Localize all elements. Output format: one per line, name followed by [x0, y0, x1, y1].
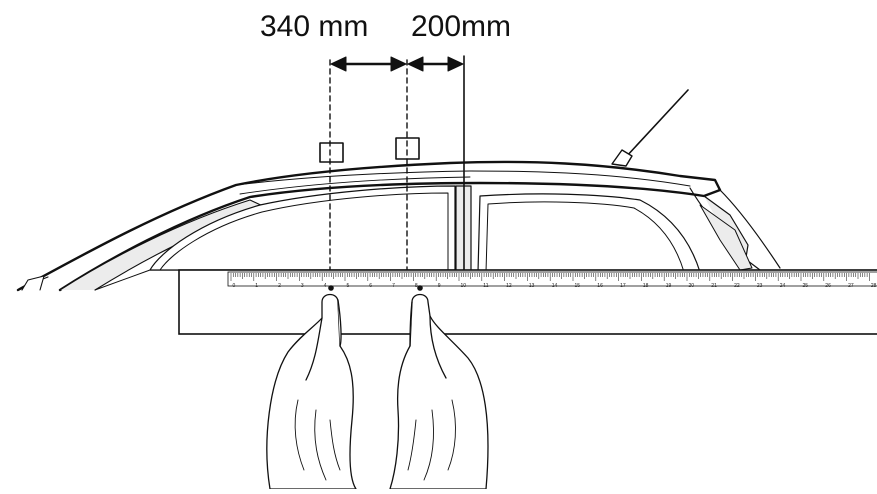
dimension-label-340: 340 mm [260, 10, 369, 43]
ruler-number: 17 [620, 283, 626, 289]
ruler-number: 20 [689, 283, 695, 289]
ruler-number: 22 [734, 283, 740, 289]
ruler-markers [328, 285, 423, 291]
ruler-number: 23 [757, 283, 763, 289]
ruler-number: 10 [461, 283, 467, 289]
measurement-dashed-lines [329, 59, 408, 297]
antenna [611, 89, 689, 167]
ruler-number: 3 [301, 283, 304, 289]
front-window [149, 185, 456, 271]
roof-rack-foot-front [319, 142, 344, 163]
ruler-ticks [230, 273, 870, 281]
ruler-number: 14 [552, 283, 558, 289]
quarter-window [699, 204, 753, 271]
ruler-number: 5 [347, 283, 350, 289]
ruler-number: 24 [780, 283, 786, 289]
ruler-number: 0 [233, 283, 236, 289]
ruler-number: 4 [324, 283, 327, 289]
car-roof [16, 160, 722, 292]
right-hand [389, 293, 489, 490]
ruler-number: 6 [369, 283, 372, 289]
ruler-number: 27 [848, 283, 854, 289]
ruler-number: 16 [597, 283, 603, 289]
ruler-number: 12 [506, 283, 512, 289]
ruler-number: 25 [803, 283, 809, 289]
ruler-number: 26 [825, 283, 831, 289]
ruler-number: 19 [666, 283, 672, 289]
dimension-label-200: 200mm [411, 10, 512, 43]
left-hand [266, 293, 357, 490]
ruler-number: 28 [871, 283, 877, 289]
ruler-number: 13 [529, 283, 535, 289]
ruler-number: 9 [438, 283, 441, 289]
ruler-number: 1 [255, 283, 258, 289]
dimension-arrow-340 [330, 56, 407, 72]
ruler-number: 2 [278, 283, 281, 289]
ruler-number: 15 [575, 283, 581, 289]
ruler-number: 8 [415, 283, 418, 289]
rear-window [477, 193, 701, 273]
dimension-arrow-200 [407, 56, 464, 72]
ruler-number: 21 [711, 283, 717, 289]
ruler-number: 18 [643, 283, 649, 289]
ruler-number: 11 [483, 283, 488, 289]
ruler-number: 7 [392, 283, 395, 289]
